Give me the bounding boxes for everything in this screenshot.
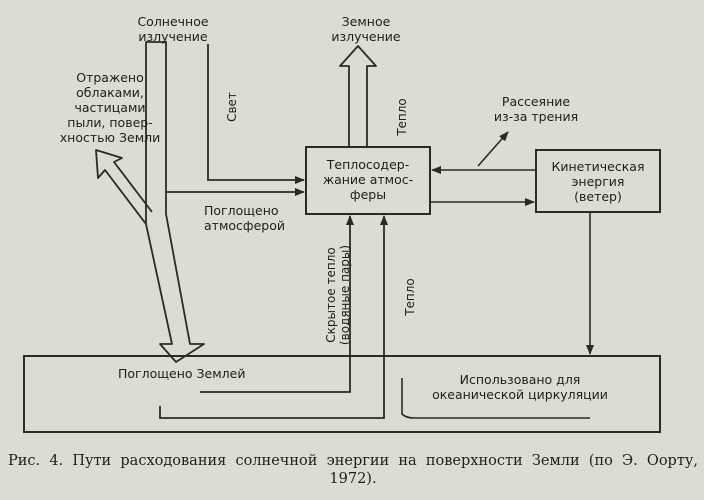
- solar-radiation-label: Солнечное излучение: [137, 14, 209, 44]
- earth-surface-box: [23, 355, 661, 433]
- kinetic-energy-box: [535, 149, 661, 213]
- reflected-label: Отражено облаками, частицами пыли, повер…: [59, 70, 161, 145]
- reflected-arrow: [95, 149, 153, 225]
- heat-surface-label: Тепло: [403, 278, 417, 316]
- latent-heat-arrow: [200, 215, 354, 393]
- kinetic-energy-label: Кинетическая энергия (ветер): [551, 159, 645, 204]
- absorbed-atmosphere-label: Поглощено атмосферой: [204, 203, 285, 233]
- light-arrow: [207, 44, 305, 184]
- atmosphere-heat-box: [305, 146, 431, 215]
- earth-radiation-label: Земное излучение: [331, 14, 401, 44]
- dissipation-label: Рассеяние из-за трения: [493, 94, 579, 124]
- earth-radiation-arrow: [339, 45, 377, 146]
- light-label: Свет: [225, 92, 239, 122]
- latent-heat-label: Скрытое тепло (водяные пары): [324, 244, 352, 346]
- absorbed-earth-label: Поглощено Землей: [118, 366, 246, 381]
- ocean-circulation-line: [401, 378, 590, 419]
- atmosphere-heat-label: Теплосодер- жание атмос- феры: [322, 157, 414, 202]
- heat-up-label: Тепло: [395, 98, 409, 136]
- ocean-use-label: Использовано для океанической циркуляции: [432, 372, 608, 402]
- surface-heat-arrow: [159, 215, 388, 419]
- figure-caption: Рис. 4. Пути расходования солнечной энер…: [8, 453, 698, 487]
- friction-dissipation-arrow: [477, 131, 509, 167]
- solar-input-arrow: [145, 41, 205, 363]
